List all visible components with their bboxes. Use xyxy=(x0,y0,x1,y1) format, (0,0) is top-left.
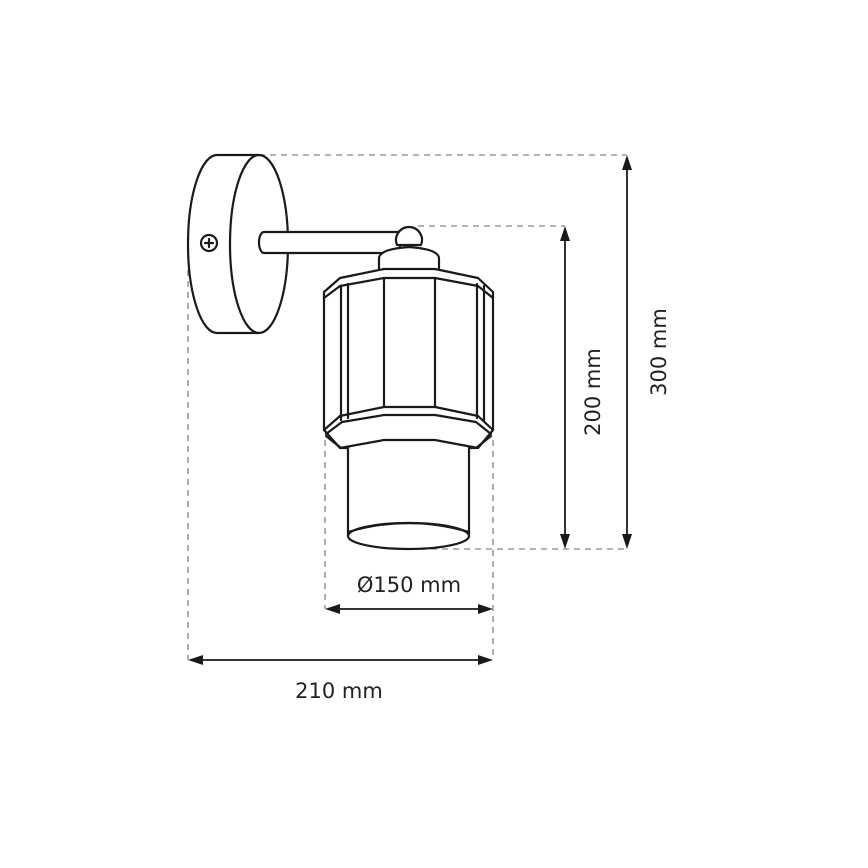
dimension-shade-height: 200 mm xyxy=(560,226,605,549)
arrow-up-icon xyxy=(622,155,632,170)
arrow-up-icon xyxy=(560,226,570,241)
glass-cylinder xyxy=(346,428,471,551)
total-width-label: 210 mm xyxy=(295,679,383,703)
arrow-down-icon xyxy=(622,534,632,549)
faceted-shade xyxy=(322,267,495,450)
total-height-label: 300 mm xyxy=(647,308,671,396)
dimension-shade-diameter: Ø150 mm xyxy=(325,573,493,614)
lamp-arm xyxy=(257,230,402,255)
shade-diameter-label: Ø150 mm xyxy=(357,573,461,597)
arrow-right-icon xyxy=(478,655,493,665)
shade-height-label: 200 mm xyxy=(581,348,605,436)
finial-knob xyxy=(394,225,424,247)
shade-cap xyxy=(377,245,441,272)
screw-icon xyxy=(199,233,219,253)
arrow-left-icon xyxy=(188,655,203,665)
arrow-down-icon xyxy=(560,534,570,549)
dimension-total-height: 300 mm xyxy=(622,155,671,549)
dimension-total-width: 210 mm xyxy=(188,655,493,703)
dashed-guides xyxy=(187,154,627,660)
arrow-right-icon xyxy=(478,604,493,614)
arrow-left-icon xyxy=(325,604,340,614)
